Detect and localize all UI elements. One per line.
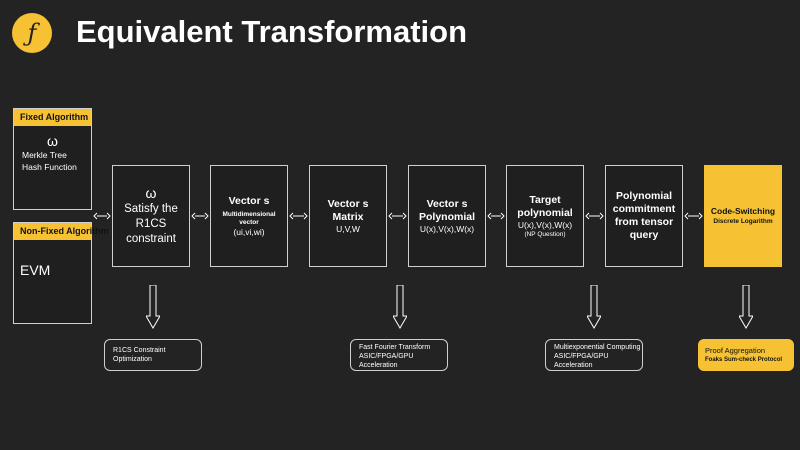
step-vector-s-polynomial: Vector s Polynomial U(x),V(x),W(x)	[408, 165, 486, 267]
note-line: R1CS Constraint	[113, 347, 166, 354]
step-title: from tensor	[614, 216, 674, 228]
page-title: Equivalent Transformation	[76, 14, 468, 49]
step-title: Target	[529, 193, 561, 206]
fixed-algorithm-line: Hash Function	[22, 162, 77, 172]
step-detail: (ui,vi,wi)	[233, 226, 265, 237]
double-arrow-icon	[487, 212, 505, 220]
step-title: Code-Switching	[710, 206, 776, 216]
note-line: Multiexponential Computing	[554, 344, 641, 351]
step-title: Vector s	[228, 194, 270, 207]
step-line: R1CS	[135, 218, 167, 230]
omega-symbol: ω	[47, 133, 58, 149]
note-r1cs-optimization: R1CS Constraint Optimization	[104, 339, 202, 371]
step-title: Polynomial	[418, 210, 475, 223]
note-subtitle: Foaks Sum-check Protocol	[705, 357, 783, 363]
non-fixed-algorithm-text: EVM	[20, 262, 51, 278]
double-arrow-icon	[684, 212, 703, 220]
step-title: Matrix	[332, 210, 364, 223]
double-arrow-icon	[191, 212, 209, 220]
fixed-algorithm-heading: Fixed Algorithm	[14, 109, 91, 126]
step-title: Vector s	[426, 197, 468, 210]
step-subtitle: Discrete Logarithm	[713, 218, 773, 225]
fixed-algorithm-panel: Fixed Algorithm ω Merkle Tree Hash Funct…	[13, 108, 92, 210]
step-vector-s-matrix: Vector s Matrix U,V,W	[309, 165, 387, 267]
double-arrow-icon	[388, 212, 407, 220]
step-detail: U(x),V(x),W(x)	[419, 223, 475, 234]
step-r1cs-constraint: ω Satisfy the R1CS constraint	[112, 165, 190, 267]
down-arrow-icon	[739, 285, 753, 329]
note-line: Acceleration	[554, 362, 593, 369]
step-title: commitment	[612, 203, 676, 215]
down-arrow-icon	[587, 285, 601, 329]
step-target-polynomial: Target polynomial U(x),V(x),W(x) (NP Que…	[506, 165, 584, 267]
double-arrow-icon	[585, 212, 604, 220]
step-line: constraint	[126, 233, 176, 245]
step-title: Vector s	[327, 197, 369, 210]
note-proof-aggregation: Proof Aggregation Foaks Sum-check Protoc…	[698, 339, 794, 371]
step-subtitle: vector	[239, 218, 259, 226]
note-title: Proof Aggregation	[705, 346, 766, 355]
step-detail: U(x),V(x),W(x)	[517, 219, 573, 230]
note-line: ASIC/FPGA/GPU	[359, 353, 414, 360]
step-note: (NP Question)	[524, 230, 566, 238]
note-line: Acceleration	[359, 362, 398, 369]
down-arrow-icon	[146, 285, 160, 329]
double-arrow-icon	[289, 212, 308, 220]
step-subtitle: Multidimensional	[222, 210, 276, 218]
note-fft-acceleration: Fast Fourier Transform ASIC/FPGA/GPU Acc…	[350, 339, 448, 371]
note-line: Fast Fourier Transform	[359, 344, 431, 351]
non-fixed-algorithm-panel: Non-Fixed Algorithm EVM	[13, 222, 109, 324]
double-arrow-icon	[93, 212, 111, 220]
step-polynomial-commitment: Polynomial commitment from tensor query	[605, 165, 683, 267]
step-detail: U,V,W	[336, 223, 360, 234]
down-arrow-icon	[393, 285, 407, 329]
step-code-switching: Code-Switching Discrete Logarithm	[704, 165, 782, 267]
omega-symbol: ω	[145, 185, 157, 201]
note-line: ASIC/FPGA/GPU	[554, 353, 609, 360]
step-title: query	[629, 229, 659, 241]
brand-logo: ƒ	[12, 13, 52, 53]
note-multiexp-acceleration: Multiexponential Computing ASIC/FPGA/GPU…	[545, 339, 643, 371]
note-line: Optimization	[113, 356, 152, 363]
step-title: Polynomial	[615, 190, 672, 202]
step-vector-s: Vector s Multidimensional vector (ui,vi,…	[210, 165, 288, 267]
step-line: Satisfy the	[124, 203, 178, 215]
fixed-algorithm-line: Merkle Tree	[22, 150, 67, 160]
step-title: polynomial	[517, 206, 573, 219]
non-fixed-algorithm-heading: Non-Fixed Algorithm	[14, 223, 109, 240]
